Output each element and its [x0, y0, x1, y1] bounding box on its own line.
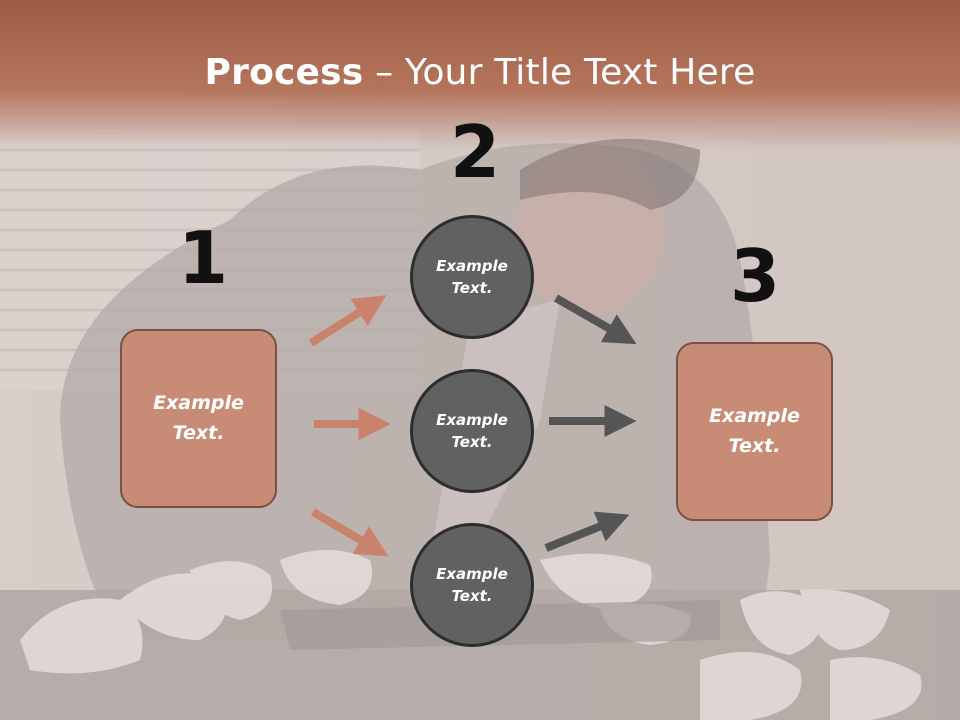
step-number-3: 3: [730, 234, 781, 318]
step-3-text: Example Text.: [709, 405, 800, 457]
step-1-text: Example Text.: [153, 392, 244, 444]
arrow-node-1-to-3: [554, 294, 637, 345]
title-rest: – Your Title Text Here: [363, 52, 756, 93]
paper-crumples: [20, 550, 922, 720]
arrow-1-to-node-3: [310, 508, 389, 557]
step-number-1: 1: [178, 216, 229, 300]
arrow-node-3-to-3: [544, 511, 630, 552]
step-2-node-3[interactable]: Example Text.: [410, 523, 534, 647]
step-2-node-2[interactable]: Example Text.: [410, 369, 534, 493]
node-1-text: Example Text.: [436, 256, 508, 298]
title-bold: Process: [204, 52, 364, 93]
title-band: [0, 0, 960, 150]
step-number-2: 2: [450, 110, 501, 194]
arrow-1-to-node-1: [308, 295, 387, 347]
step-2-node-1[interactable]: Example Text.: [410, 215, 534, 339]
node-2-text: Example Text.: [436, 410, 508, 452]
node-3-text: Example Text.: [436, 564, 508, 606]
step-3-box[interactable]: Example Text.: [676, 342, 833, 521]
slide-title: Process – Your Title Text Here: [0, 52, 960, 93]
step-1-box[interactable]: Example Text.: [120, 329, 277, 508]
